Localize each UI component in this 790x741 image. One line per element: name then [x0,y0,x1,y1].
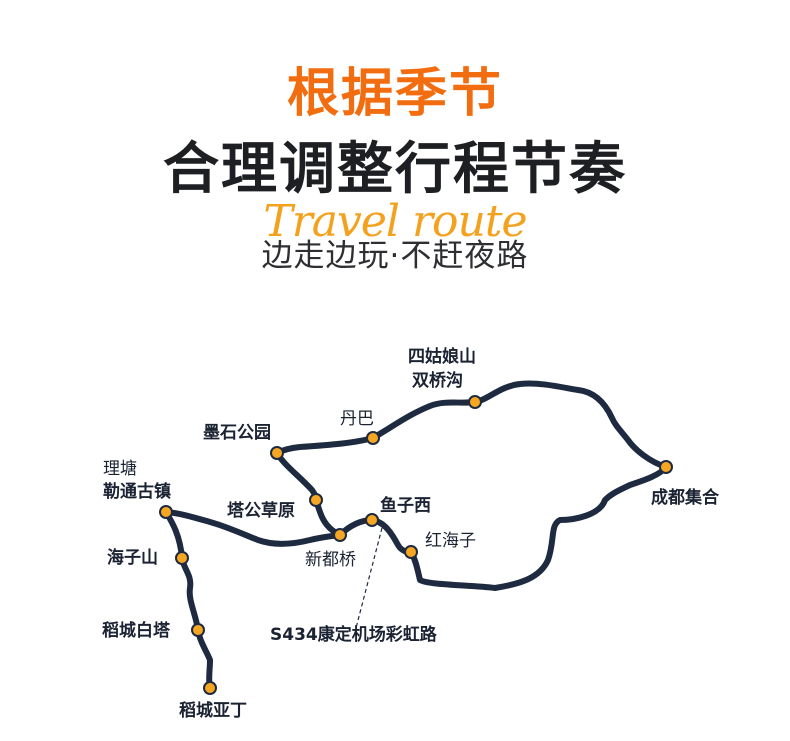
marker-baita [191,623,205,637]
marker-xindu-bridge [333,528,347,542]
title-line-1: 根据季节 [286,64,503,124]
marker-siguniang [468,395,482,409]
route-letong-xindu [163,509,343,547]
leader-line-rainbow-road [355,527,383,629]
label-xindu-bridge: 新都桥 [305,550,356,570]
label-tagong: 塔公草原 [227,501,295,521]
label-litang: 理塘 [103,459,137,479]
route-xindu-yuzixi-hongyizi-chengdu [337,464,669,591]
label-chengdu: 成都集合 [651,488,719,508]
label-danba: 丹巴 [340,409,374,429]
marker-hongyizi [404,545,418,559]
marker-yading [203,681,217,695]
route-letong-yading [163,509,213,691]
label-yuzixi: 鱼子西 [380,496,431,516]
marker-moshi-park [270,446,284,460]
label-letong: 勒通古镇 [103,482,171,502]
script-title: Travel route [263,196,527,247]
label-haizishan: 海子山 [107,548,158,568]
marker-danba [366,431,380,445]
title-line-2: 合理调整行程节奏 [163,137,627,202]
marker-letong [159,505,173,519]
label-yading: 稻城亚丁 [179,701,247,721]
tagline: 边走边玩·不赶夜路 [261,238,529,274]
label-moshi-park: 墨石公园 [203,423,271,443]
label-baita: 稻城白塔 [102,621,170,641]
label-rainbow-road: S434康定机场彩虹路 [270,625,437,645]
route-moshi-tagong-xindu [274,450,343,538]
marker-tagong [309,493,323,507]
marker-haizishan [175,551,189,565]
route-chengdu-siguniang-danba-moshi [274,380,669,470]
marker-chengdu [659,460,673,474]
label-shuangqiaogou: 双桥沟 [412,371,463,391]
marker-yuzixi [365,513,379,527]
label-hongyizi: 红海子 [425,531,476,551]
label-siguniang: 四姑娘山 [408,347,476,367]
